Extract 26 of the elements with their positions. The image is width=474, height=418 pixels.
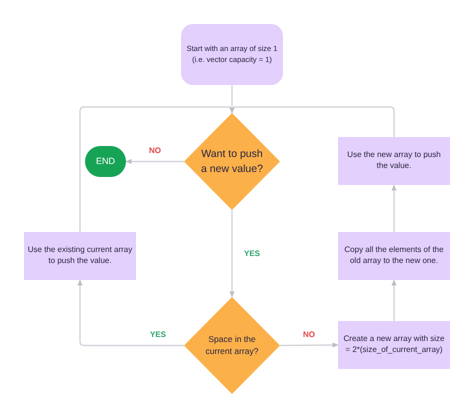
decision-text: Want to push a new value? <box>200 147 264 176</box>
node-text: Create a new array with size = 2*(size_of_current_array) <box>342 334 446 356</box>
arrow <box>126 159 184 164</box>
decision-diamond <box>184 297 280 394</box>
end-terminal <box>85 146 126 177</box>
process-box <box>338 321 450 369</box>
node-text: END <box>94 155 116 168</box>
process-box <box>338 137 450 185</box>
process-box <box>338 232 450 280</box>
arrow <box>392 280 396 321</box>
arrow <box>79 106 234 232</box>
node-text: Use the existing current array to push the value. <box>26 245 134 267</box>
decision-diamond <box>184 113 280 210</box>
arrow <box>78 280 184 346</box>
arrow <box>280 342 338 348</box>
start-box <box>181 24 283 85</box>
node-text: Copy all the elements of the old array to the new one. <box>343 245 445 267</box>
edge-label: YES <box>242 249 262 259</box>
decision-text: Space in the current array? <box>204 334 260 357</box>
node-text: Use the new array to push the value. <box>346 150 442 172</box>
arrow <box>230 210 234 298</box>
arrow <box>392 184 396 232</box>
process-box <box>24 232 136 280</box>
edge-label: NO <box>147 146 163 156</box>
edge-label: NO <box>301 330 317 340</box>
edge-label: YES <box>148 330 168 340</box>
